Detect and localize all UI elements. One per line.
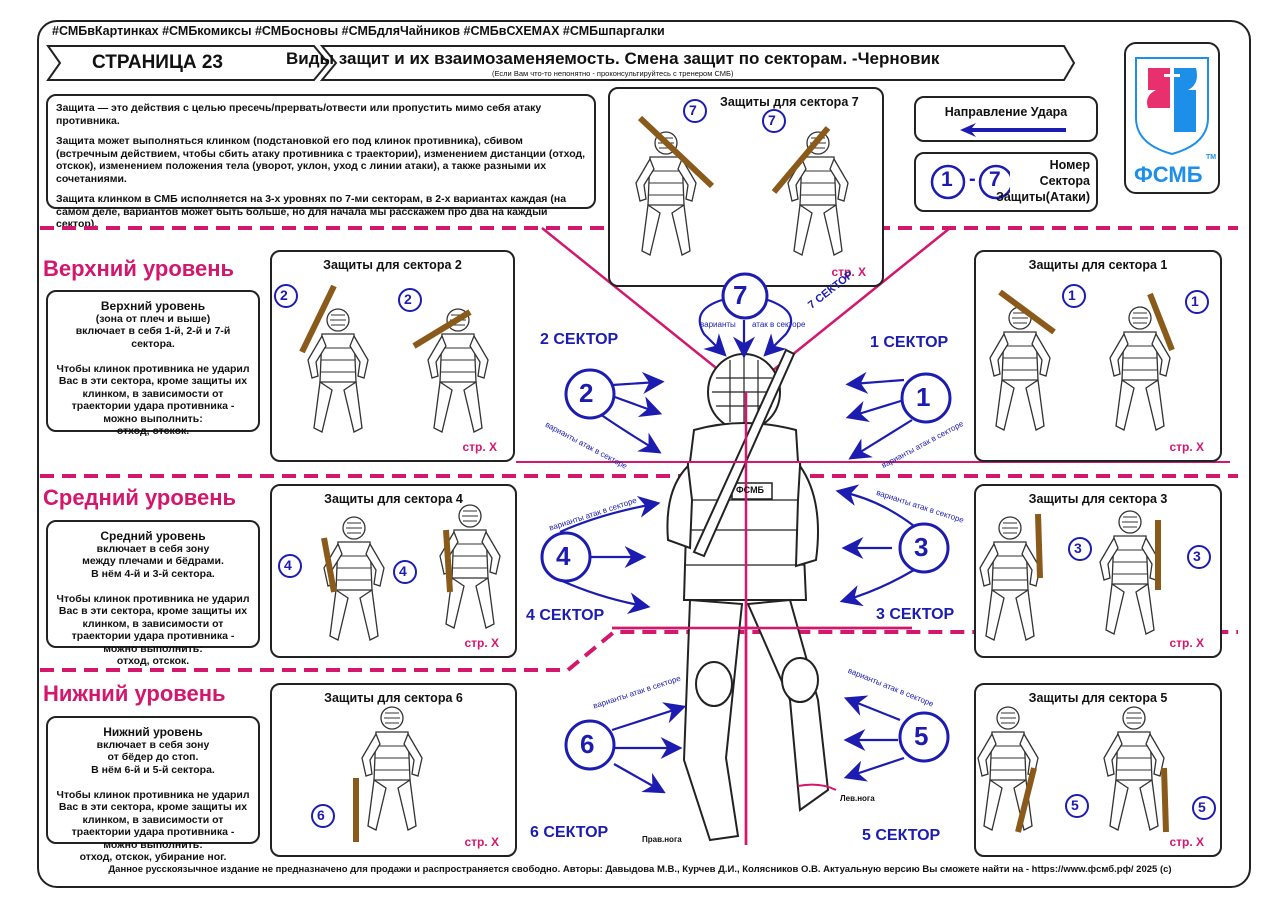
- page-subtitle: (Если Вам что-то непонятно - проконсульт…: [492, 69, 734, 78]
- intro-paragraph-1: Защита — это действия с целью пресечь/пр…: [56, 102, 542, 127]
- intro-paragraph-3: Защита клинком в СМБ исполняется на 3-х …: [56, 193, 567, 230]
- upper-level-description: Верхний уровень (зона от плеч и выше) вк…: [46, 290, 260, 437]
- panel-title: Защиты для сектора 4: [324, 492, 463, 506]
- sector-4-marker-b: 4: [399, 563, 407, 579]
- sector-6-label: 6 СЕКТОР: [530, 824, 609, 841]
- variants-7-right: атак в секторе: [752, 320, 806, 329]
- sector-2-label: 2 СЕКТОР: [540, 331, 619, 348]
- page-ref: стр. Х: [1169, 440, 1204, 454]
- page-ref: стр. Х: [462, 440, 497, 454]
- center-sector-7-number: 7: [733, 280, 748, 310]
- upper-desc-title: Верхний уровень: [100, 299, 206, 313]
- header-ribbon: [46, 45, 1076, 81]
- panel-title: Защиты для сектора 6: [324, 691, 463, 705]
- legend-range-from: 1: [941, 168, 953, 191]
- center-sector-3-number: 3: [914, 532, 929, 562]
- middle-desc-text: включает в себя зону между плечами и бёд…: [56, 542, 250, 668]
- page-title: Виды защит и их взаимозаменяемость. Смен…: [286, 49, 940, 68]
- page-ref: стр. Х: [831, 265, 866, 279]
- sector-4-marker-a: 4: [284, 557, 292, 573]
- page-ref: стр. Х: [464, 835, 499, 849]
- sector-5-marker-a: 5: [1071, 797, 1079, 813]
- lower-desc-text: включает в себя зону от бёдер до стоп. В…: [56, 738, 250, 864]
- intro-paragraph-2: Защита может выполняться клинком (подста…: [56, 135, 586, 185]
- fsmb-logo-icon: [1135, 57, 1209, 156]
- logo-text: ФСМБ: [1134, 162, 1203, 187]
- right-leg-label: Прав.нога: [642, 835, 682, 844]
- sector-3-label: 3 СЕКТОР: [876, 606, 955, 623]
- panel-title: Защиты для сектора 2: [323, 258, 462, 272]
- sector-5-label: 5 СЕКТОР: [862, 827, 941, 844]
- panel-title: Защиты для сектора 1: [1028, 258, 1168, 272]
- sector-range-icon: [930, 164, 1010, 200]
- chest-badge: ФСМБ: [736, 485, 765, 495]
- lower-desc-title: Нижний уровень: [103, 725, 203, 739]
- legend-direction-label: Направление Удара: [944, 105, 1068, 119]
- page-label: СТРАНИЦА 23: [92, 52, 223, 73]
- lower-level-title: Нижний уровень: [43, 681, 226, 706]
- sector-3-marker-a: 3: [1074, 540, 1082, 556]
- logo-tm: ТМ: [1206, 154, 1217, 161]
- lower-level-description: Нижний уровень включает в себя зону от б…: [46, 716, 260, 863]
- footer-note: Данное русскоязычное издание не предназн…: [108, 864, 1172, 875]
- page-ref: стр. Х: [464, 636, 499, 650]
- panel-title: Защиты для сектора 5: [1028, 691, 1168, 705]
- center-sector-5-number: 5: [914, 721, 929, 751]
- sector-3-marker-b: 3: [1193, 548, 1201, 564]
- legend-number-label: Номер Сектора Защиты(Атаки): [995, 158, 1090, 204]
- middle-desc-title: Средний уровень: [100, 529, 206, 543]
- sector-6-marker: 6: [317, 807, 325, 823]
- hashtags: #СМБвКартинках #СМБкомиксы #СМБосновы #С…: [52, 24, 665, 38]
- center-sector-1-number: 1: [916, 382, 931, 412]
- page-ref: стр. Х: [1169, 835, 1204, 849]
- center-sector-4-number: 4: [556, 541, 571, 571]
- sector-1-marker-b: 1: [1191, 293, 1199, 309]
- center-sector-6-number: 6: [580, 729, 595, 759]
- variants-7-left: варианты: [700, 320, 736, 329]
- intro-box: Защита — это действия с целью пресечь/пр…: [46, 94, 596, 230]
- sector-7-marker-a: 7: [689, 102, 697, 118]
- panel-title: Защиты для сектора 7: [720, 95, 859, 109]
- page-ref: стр. Х: [1169, 636, 1204, 650]
- sector-2-marker-b: 2: [404, 291, 412, 307]
- upper-desc-text: (зона от плеч и выше) включает в себя 1-…: [56, 312, 250, 438]
- upper-level-title: Верхний уровень: [43, 256, 235, 281]
- arrow-left-icon: [960, 123, 1066, 137]
- legend-direction-box: Направление Удара: [914, 96, 1098, 142]
- sector-5-marker-b: 5: [1198, 799, 1206, 815]
- legend-range-dash: -: [969, 168, 976, 190]
- panel-title: Защиты для сектора 3: [1028, 492, 1168, 506]
- legend-number-box: 1 - 7 Номер Сектора Защиты(Атаки): [914, 152, 1098, 212]
- sector-1-label: 1 СЕКТОР: [870, 334, 949, 351]
- logo-box: ФСМБ ТМ: [1124, 42, 1220, 194]
- sector-1-marker-a: 1: [1068, 287, 1076, 303]
- legend-range-to: 7: [989, 168, 1001, 191]
- sector-7-marker-b: 7: [768, 112, 776, 128]
- left-leg-label: Лев.нога: [840, 794, 875, 803]
- center-sector-2-number: 2: [579, 378, 594, 408]
- middle-level-title: Средний уровень: [43, 485, 237, 510]
- sector-2-marker-a: 2: [280, 287, 288, 303]
- middle-level-description: Средний уровень включает в себя зону меж…: [46, 520, 260, 667]
- sector-4-label: 4 СЕКТОР: [526, 607, 605, 624]
